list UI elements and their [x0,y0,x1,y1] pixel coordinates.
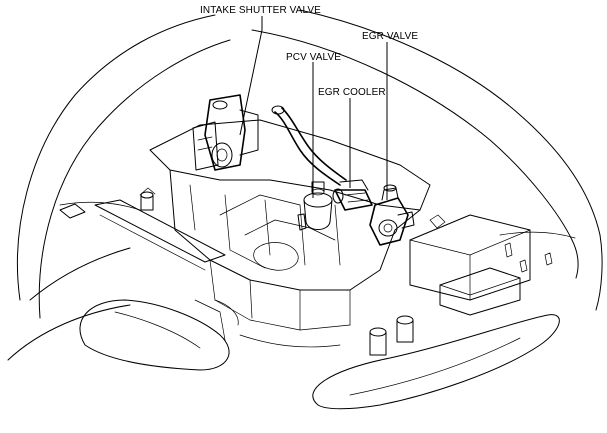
callout-leaders [239,16,388,200]
egr-cooler-label: EGR COOLER [318,87,386,98]
egr-valve-label: EGR VALVE [362,31,418,42]
egr-cooler-part [332,179,373,211]
pcv-valve-part [297,181,333,231]
intake-shutter-valve-label: INTAKE SHUTTER VALVE [200,5,321,16]
intake-shutter-valve-leader [239,16,263,136]
pcv-valve-label: PCV VALVE [286,52,341,63]
intake-shutter-valve-part [192,94,259,171]
engine-block [149,119,431,348]
egr-pipe [271,105,347,186]
battery-box [409,214,553,316]
front-lamps [79,299,560,410]
radiator-support [59,187,226,271]
strut-caps [140,191,414,356]
egr-valve-part [369,184,415,246]
vehicle-body-outline [7,9,603,361]
